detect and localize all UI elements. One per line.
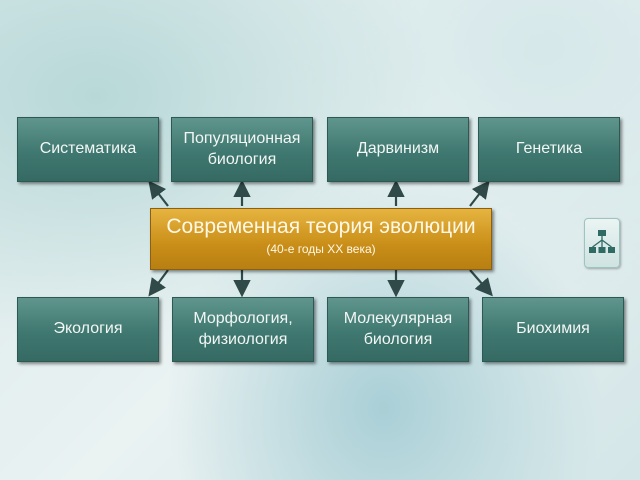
center-subtitle: (40-е годы XX века) <box>266 242 376 256</box>
box-biokhimiya: Биохимия <box>482 297 624 362</box>
arrow-to-genetika <box>469 180 490 207</box>
center-title: Современная теория эволюции <box>166 215 476 238</box>
box-sistematika: Систематика <box>17 117 159 182</box>
arrow-to-sistematika <box>148 180 169 207</box>
box-morfologiya-fiziologiya: Морфология, физиология <box>172 297 314 362</box>
arrow-to-biokhimiya <box>469 269 493 297</box>
box-genetika: Генетика <box>478 117 620 182</box>
box-ekologiya: Экология <box>17 297 159 362</box>
box-populyatsionnaya-biologiya: Популяционная биология <box>171 117 313 182</box>
hierarchy-diagram-icon[interactable] <box>584 218 620 268</box>
arrow-to-ekologiya <box>148 269 169 297</box>
box-molekulyarnaya-biologiya: Молекулярная биология <box>327 297 469 362</box>
box-darvinizm: Дарвинизм <box>327 117 469 182</box>
center-box: Современная теория эволюции (40-е годы X… <box>150 208 492 270</box>
